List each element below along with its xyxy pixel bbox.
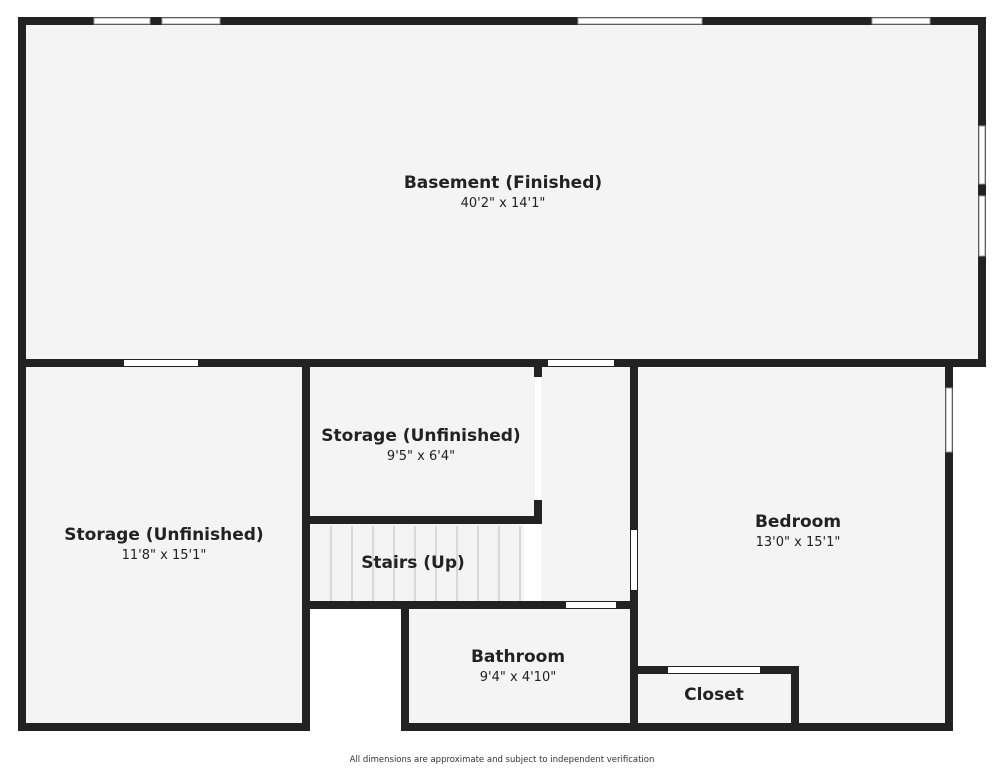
storage-left-name: Storage (Unfinished) bbox=[64, 525, 263, 545]
doorway bbox=[668, 667, 760, 673]
window bbox=[871, 17, 931, 25]
openings bbox=[93, 17, 986, 673]
window bbox=[945, 387, 953, 453]
room-floors bbox=[24, 24, 979, 724]
storage-center-floor bbox=[310, 366, 538, 518]
doorway bbox=[566, 602, 616, 608]
basement-name: Basement (Finished) bbox=[404, 173, 602, 193]
bedroom-name: Bedroom bbox=[755, 512, 841, 532]
doorway bbox=[631, 530, 637, 590]
basement-floor bbox=[24, 24, 979, 360]
footer-disclaimer: All dimensions are approximate and subje… bbox=[350, 755, 655, 765]
stair-treads bbox=[330, 526, 521, 601]
bathroom-dims: 9'4" x 4'10" bbox=[480, 670, 556, 685]
stairs-floor bbox=[310, 524, 524, 603]
hall-floor bbox=[541, 366, 630, 603]
doorway bbox=[548, 360, 614, 366]
window bbox=[93, 17, 151, 25]
storage-left-dims: 11'8" x 15'1" bbox=[122, 548, 207, 563]
window bbox=[161, 17, 221, 25]
storage-left-floor bbox=[24, 366, 304, 724]
window bbox=[577, 17, 703, 25]
closet-name: Closet bbox=[684, 685, 744, 705]
doorway bbox=[535, 378, 541, 498]
basement-dims: 40'2" x 14'1" bbox=[461, 196, 546, 211]
window bbox=[978, 125, 986, 185]
bathroom-floor bbox=[407, 609, 630, 724]
storage-center-dims: 9'5" x 6'4" bbox=[387, 449, 455, 464]
room-labels: Basement (Finished) 40'2" x 14'1" Storag… bbox=[64, 173, 841, 705]
bathroom-name: Bathroom bbox=[471, 647, 565, 667]
stairs-name: Stairs (Up) bbox=[361, 553, 465, 573]
bedroom-dims: 13'0" x 15'1" bbox=[756, 535, 841, 550]
storage-center-name: Storage (Unfinished) bbox=[321, 426, 520, 446]
doorway bbox=[124, 360, 198, 366]
window bbox=[978, 195, 986, 257]
bedroom-floor bbox=[638, 368, 946, 724]
